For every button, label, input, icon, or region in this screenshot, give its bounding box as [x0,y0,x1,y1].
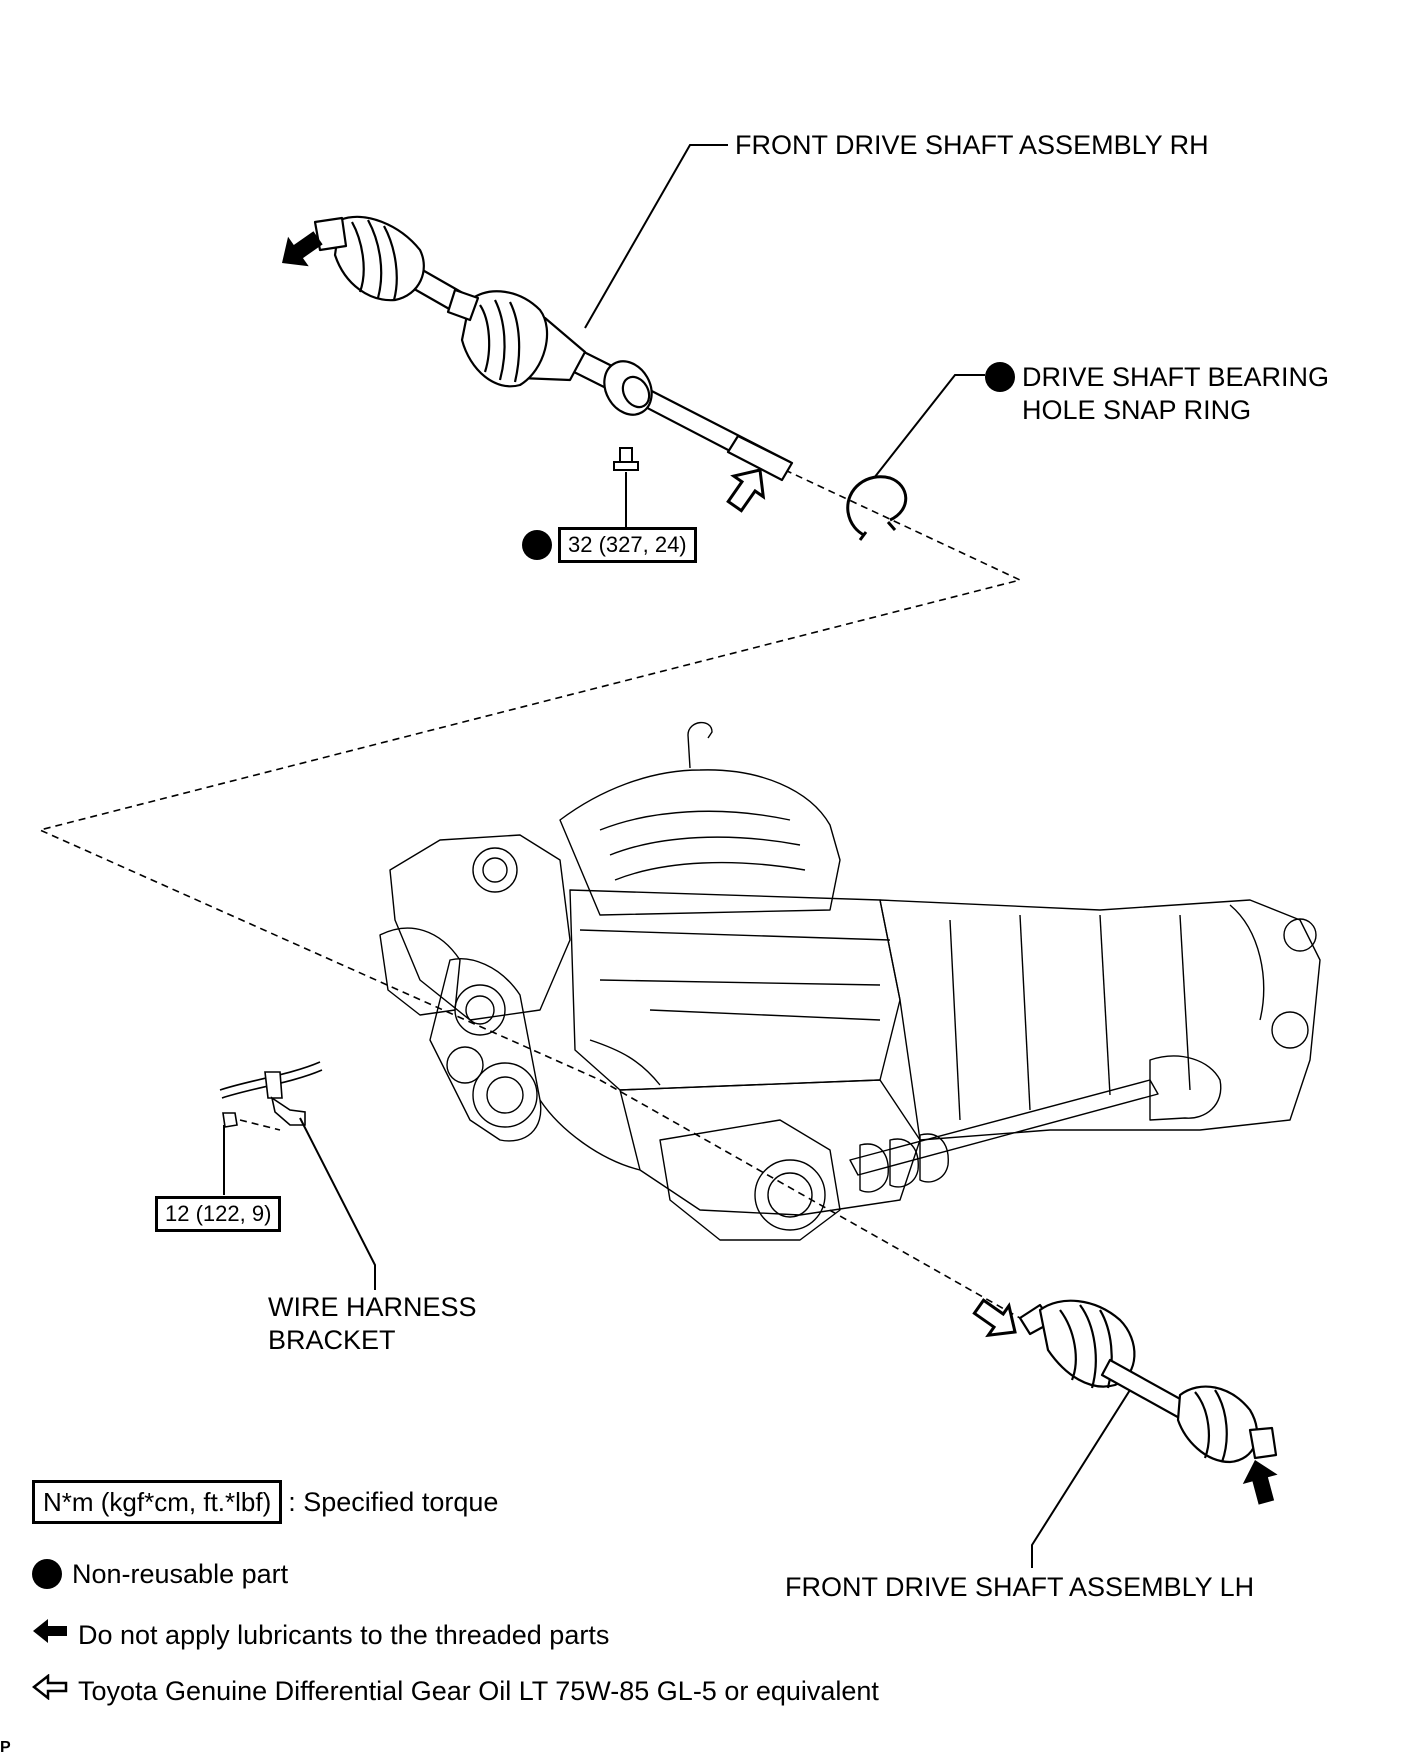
legend-gear-oil: Toyota Genuine Differential Gear Oil LT … [31,1673,879,1709]
snap-ring-leader [873,374,985,479]
filled-circle-icon [32,1559,62,1589]
rh-drive-shaft [313,215,794,482]
lh-shaft-leader [1031,1389,1131,1568]
legend-no-lubricant-text: Do not apply lubricants to the threaded … [78,1620,610,1650]
rh-shaft-leader [584,144,728,329]
bolt [613,447,639,471]
dashed-assembly-line [37,469,1023,1319]
legend-torque: N*m (kgf*cm, ft.*lbf) : Specified torque [32,1480,498,1524]
bracket-bolt [222,1112,238,1128]
torque-bolt-bracket: 12 (122, 9) [155,1196,282,1232]
wire-bracket-label-1: WIRE HARNESS [268,1292,477,1322]
snap-ring-label-1: DRIVE SHAFT BEARING [1022,362,1330,392]
non-reusable-bolt-icon [522,530,552,560]
wire-harness-bracket [219,1061,323,1126]
legend-torque-text: : Specified torque [288,1487,499,1517]
snap-ring-label-2: HOLE SNAP RING [1022,395,1252,425]
legend-non-reusable-text: Non-reusable part [72,1559,289,1589]
snap-ring [846,475,908,541]
bracket-leader [299,1117,376,1290]
lh-drive-shaft [1018,1299,1278,1464]
legend-gear-oil-text: Toyota Genuine Differential Gear Oil LT … [78,1676,879,1706]
lh-shaft-label: FRONT DRIVE SHAFT ASSEMBLY LH [785,1572,1255,1602]
legend-non-reusable: Non-reusable part [32,1556,288,1592]
non-reusable-snap-ring-icon [985,362,1015,392]
wire-bracket-label-2: BRACKET [268,1325,396,1355]
legend-torque-box: N*m (kgf*cm, ft.*lbf) [32,1480,283,1524]
corner-mark: P [0,1739,11,1756]
rh-shaft-label: FRONT DRIVE SHAFT ASSEMBLY RH [735,130,1209,160]
torque-bolt-rh: 32 (327, 24) [558,527,697,563]
outline-arrow-icon [31,1673,68,1709]
filled-arrow-icon [32,1617,68,1653]
engine-transmission [379,721,1321,1241]
legend-no-lubricant: Do not apply lubricants to the threaded … [32,1617,609,1653]
